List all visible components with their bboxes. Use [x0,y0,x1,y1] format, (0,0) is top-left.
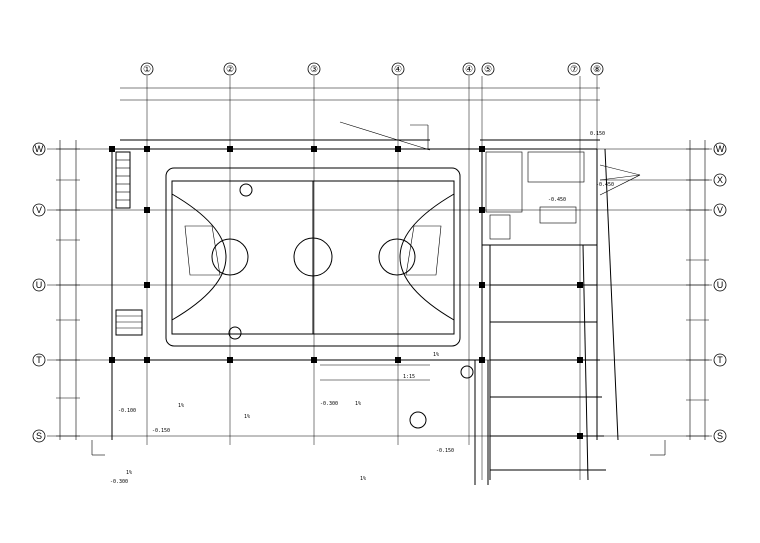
axis-label-top: ⑤ [484,64,492,74]
slope-label: 1% [244,414,250,420]
axis-label-right: S [717,431,723,441]
top-axis-bubbles: ① ② ③ ④ ④ ⑤ ⑦ ⑧ [140,62,604,76]
vertical-grid-lines [146,76,598,480]
level-label: -0.150 [152,428,170,434]
axis-label-right: T [717,355,723,365]
axis-label-left: W [35,144,44,154]
right-axis-bubbles: W X V U T S [713,142,727,443]
axis-label-right: U [717,280,724,290]
axis-label-top: ④ [394,64,402,74]
axis-label-top: ⑧ [593,64,601,74]
dimension-lines [56,87,709,440]
stair-left [115,151,143,336]
slope-label: 1% [433,352,439,358]
level-label: 0.150 [590,131,605,137]
axis-label-top: ⑦ [570,64,578,74]
annotation-labels: 0.150 -0.450 -0.450 -0.100 -0.300 -0.150… [110,131,614,485]
basketball-court [165,167,461,347]
axis-label-left: U [36,280,43,290]
level-label: -0.150 [436,448,454,454]
left-axis-bubbles: W V U T S [32,142,46,443]
level-label: -0.300 [110,479,128,485]
level-label: -0.300 [320,401,338,407]
leaders-and-details [91,121,666,456]
axis-label-top: ① [143,64,151,74]
axis-label-left: V [36,205,42,215]
right-wing-rooms [482,151,606,481]
axis-label-top: ④ [465,64,473,74]
axis-label-top: ③ [310,64,318,74]
axis-label-right: X [717,175,723,185]
slope-label: 1% [355,401,361,407]
axis-label-right: W [716,144,725,154]
axis-label-left: S [36,431,42,441]
level-label: -0.450 [596,182,614,188]
axis-label-left: T [36,355,42,365]
building-outline [111,139,619,485]
level-label: -0.450 [548,197,566,203]
slope-label: 1% [126,470,132,476]
slope-label: 1% [178,403,184,409]
ratio-label: 1:15 [403,374,415,380]
slope-label: 1% [360,476,366,482]
level-label: -0.100 [118,408,136,414]
axis-label-top: ② [226,64,234,74]
structural-columns [109,146,583,439]
axis-label-right: V [717,205,723,215]
